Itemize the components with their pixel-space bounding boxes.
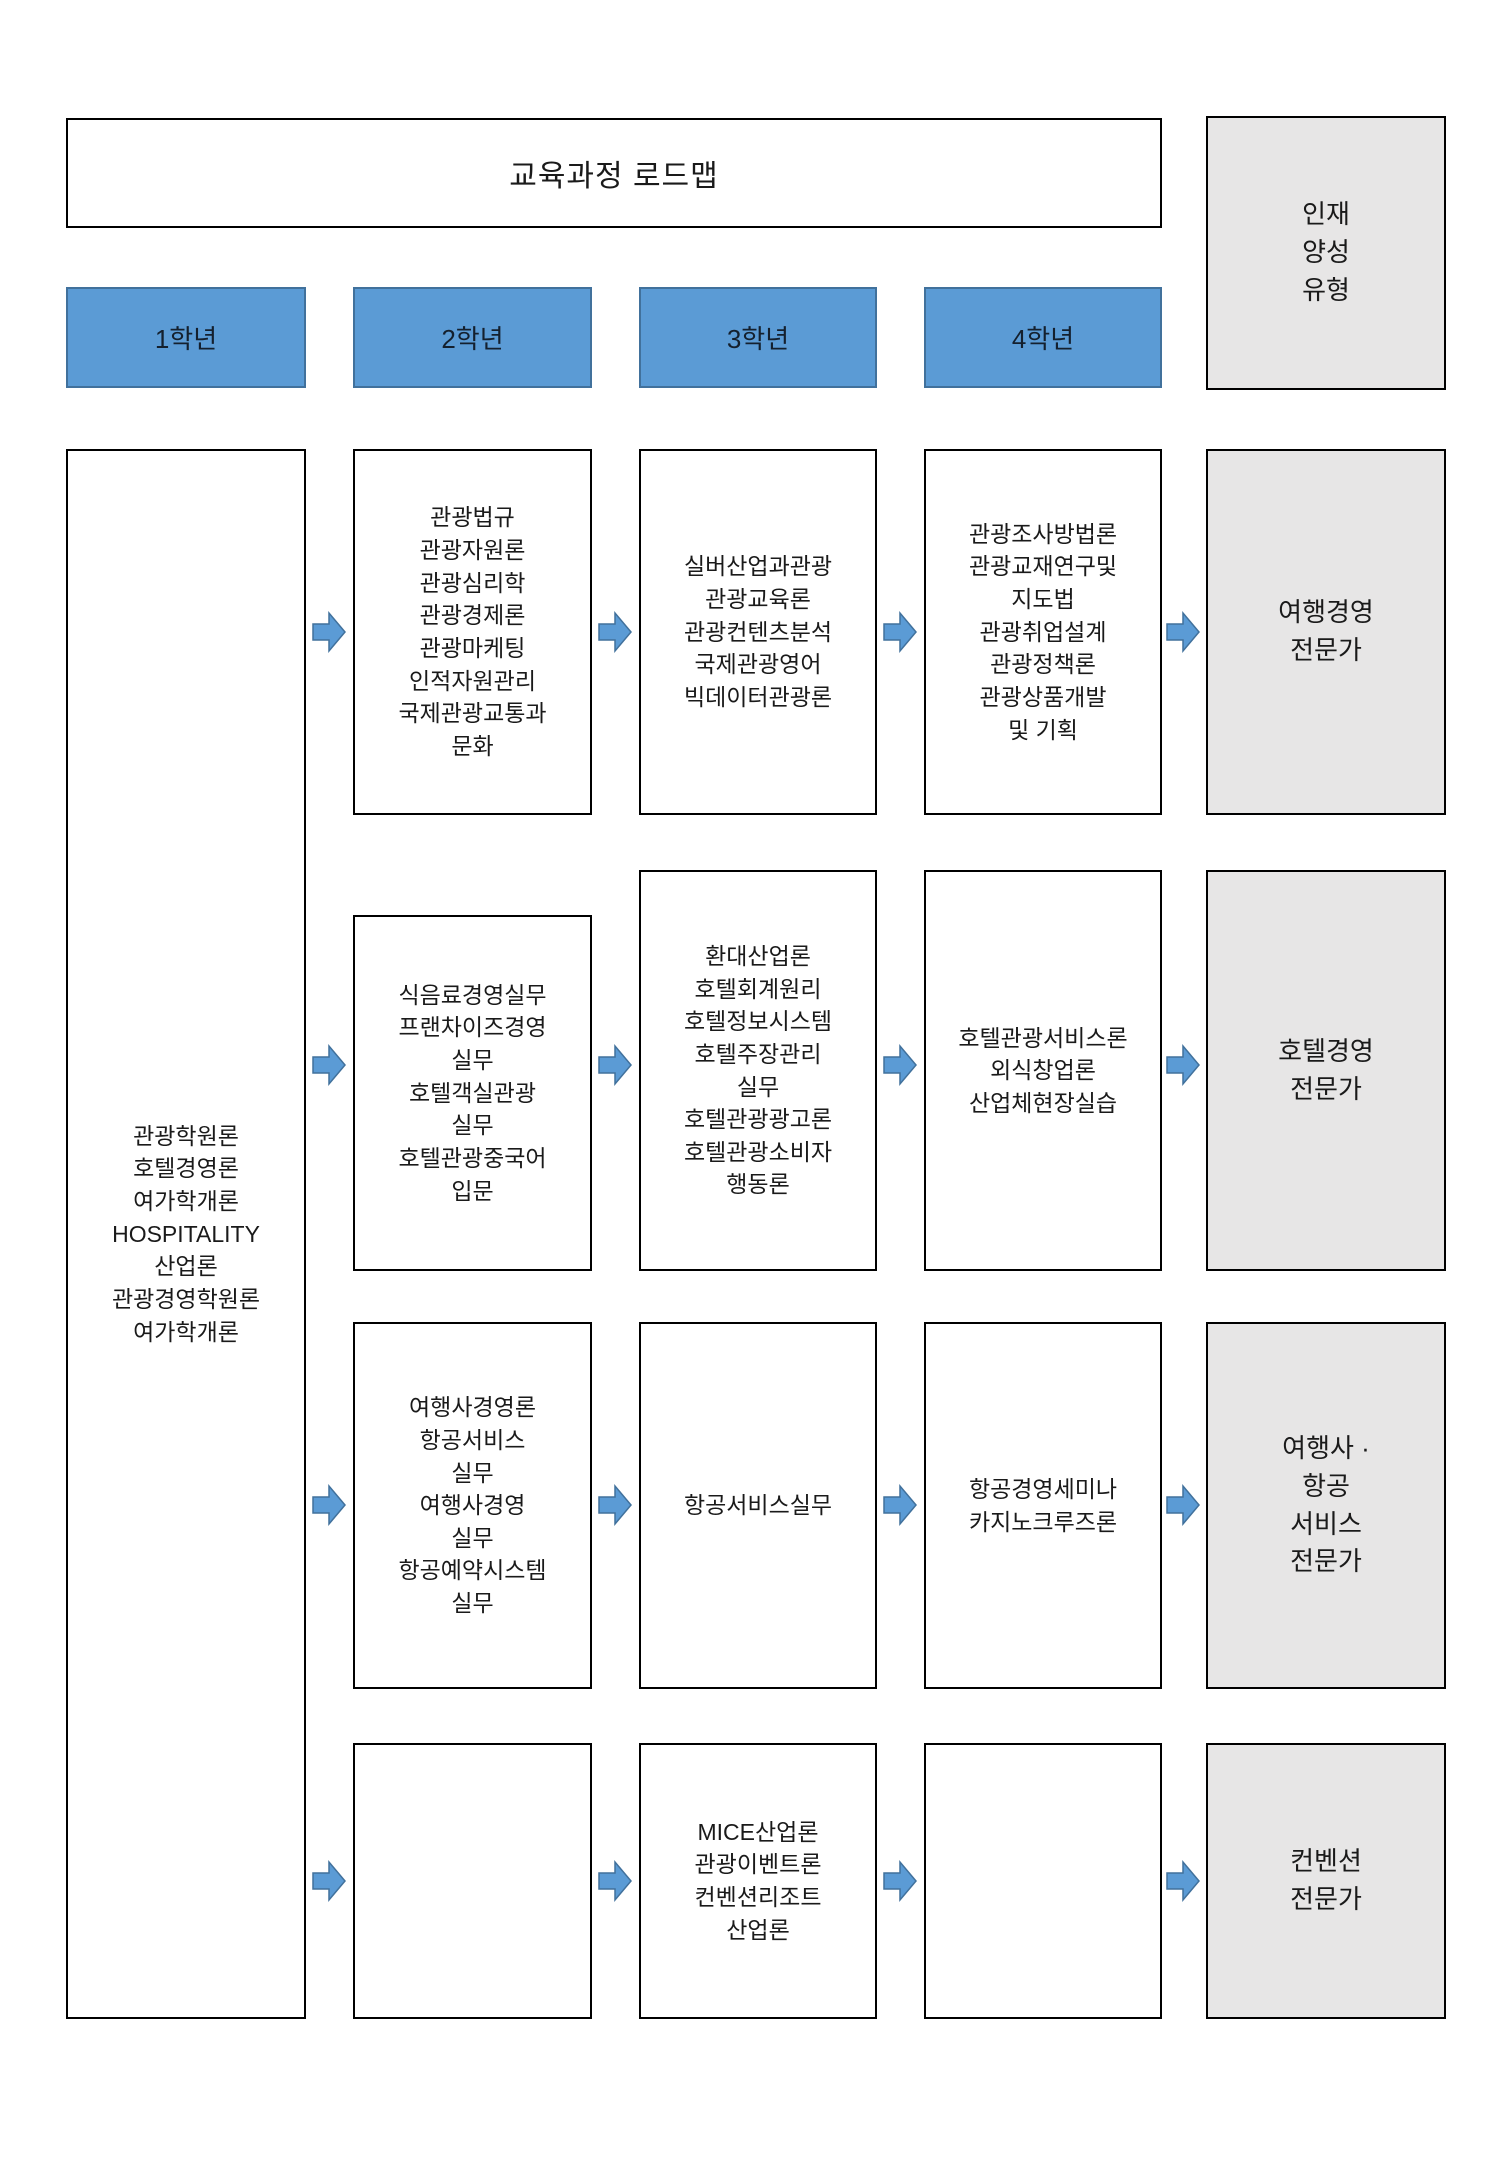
track2-year2-box: 식음료경영실무 프랜차이즈경영 실무 호텔객실관광 실무 호텔관광중국어 입문 — [353, 915, 592, 1271]
track3-outcome-label: 여행사 · 항공 서비스 전문가 — [1282, 1433, 1370, 1577]
page-title-box: 교육과정 로드맵 — [66, 118, 1162, 228]
track3-year2-box: 여행사경영론 항공서비스 실무 여행사경영 실무 항공예약시스템 실무 — [353, 1322, 592, 1689]
track4-year2-box — [353, 1743, 592, 2019]
track3-outcome-box: 여행사 · 항공 서비스 전문가 — [1206, 1322, 1446, 1689]
track2-year4-courses: 호텔관광서비스론 외식창업론 산업체현장실습 — [958, 1024, 1128, 1116]
track2-outcome-box: 호텔경영 전문가 — [1206, 870, 1446, 1271]
track4-year4-box — [924, 1743, 1162, 2019]
year-header-2: 2학년 — [353, 287, 592, 388]
year-header-3: 3학년 — [639, 287, 877, 388]
track1-year4-box: 관광조사방법론 관광교재연구및 지도법 관광취업설계 관광정책론 관광상품개발 … — [924, 449, 1162, 815]
track1-outcome-label: 여행경영 전문가 — [1278, 597, 1374, 665]
track4-year3-box: MICE산업론 관광이벤트론 컨벤션리조트 산업론 — [639, 1743, 877, 2019]
track4-year3-courses: MICE산업론 관광이벤트론 컨벤션리조트 산업론 — [694, 1818, 822, 1943]
arrow-right-icon — [883, 1859, 917, 1903]
page-title: 교육과정 로드맵 — [509, 160, 719, 193]
track4-outcome-box: 컨벤션 전문가 — [1206, 1743, 1446, 2019]
arrow-right-icon — [598, 610, 632, 654]
arrow-right-icon — [883, 610, 917, 654]
track4-outcome-label: 컨벤션 전문가 — [1290, 1846, 1362, 1914]
track2-year4-box: 호텔관광서비스론 외식창업론 산업체현장실습 — [924, 870, 1162, 1271]
arrow-right-icon — [598, 1483, 632, 1527]
track1-year3-courses: 실버산업과관광 관광교육론 관광컨텐츠분석 국제관광영어 빅데이터관광론 — [683, 553, 833, 710]
arrow-right-icon — [312, 1043, 346, 1087]
track3-year2-courses: 여행사경영론 항공서비스 실무 여행사경영 실무 항공예약시스템 실무 — [398, 1394, 547, 1617]
track1-year4-courses: 관광조사방법론 관광교재연구및 지도법 관광취업설계 관광정책론 관광상품개발 … — [968, 520, 1118, 743]
arrow-right-icon — [598, 1859, 632, 1903]
arrow-right-icon — [312, 610, 346, 654]
arrow-right-icon — [598, 1043, 632, 1087]
track3-year3-courses: 항공서비스실무 — [683, 1492, 833, 1519]
track2-year2-courses: 식음료경영실무 프랜차이즈경영 실무 호텔객실관광 실무 호텔관광중국어 입문 — [398, 981, 547, 1204]
year-header-1-label: 1학년 — [154, 324, 218, 354]
arrow-right-icon — [1166, 610, 1200, 654]
year-header-4: 4학년 — [924, 287, 1162, 388]
track3-year4-courses: 항공경영세미나 카지노크루즈론 — [968, 1475, 1118, 1535]
arrow-right-icon — [883, 1043, 917, 1087]
arrow-right-icon — [1166, 1043, 1200, 1087]
track1-year2-courses: 관광법규 관광자원론 관광심리학 관광경제론 관광마케팅 인적자원관리 국제관광… — [398, 504, 547, 759]
year-header-4-label: 4학년 — [1011, 324, 1075, 354]
talent-type-header-box: 인재 양성 유형 — [1206, 116, 1446, 390]
track1-year3-box: 실버산업과관광 관광교육론 관광컨텐츠분석 국제관광영어 빅데이터관광론 — [639, 449, 877, 815]
arrow-right-icon — [1166, 1859, 1200, 1903]
track3-year3-box: 항공서비스실무 — [639, 1322, 877, 1689]
track1-outcome-box: 여행경영 전문가 — [1206, 449, 1446, 815]
track3-year4-box: 항공경영세미나 카지노크루즈론 — [924, 1322, 1162, 1689]
arrow-right-icon — [312, 1859, 346, 1903]
track2-year3-box: 환대산업론 호텔회계원리 호텔정보시스템 호텔주장관리 실무 호텔관광광고론 호… — [639, 870, 877, 1271]
year-header-2-label: 2학년 — [441, 324, 504, 354]
year1-courses: 관광학원론 호텔경영론 여가학개론 HOSPITALITY 산업론 관광경영학원… — [111, 1122, 261, 1345]
arrow-right-icon — [883, 1483, 917, 1527]
arrow-right-icon — [312, 1483, 346, 1527]
track1-year2-box: 관광법규 관광자원론 관광심리학 관광경제론 관광마케팅 인적자원관리 국제관광… — [353, 449, 592, 815]
year1-courses-box: 관광학원론 호텔경영론 여가학개론 HOSPITALITY 산업론 관광경영학원… — [66, 449, 306, 2019]
year-header-1: 1학년 — [66, 287, 306, 388]
track2-year3-courses: 환대산업론 호텔회계원리 호텔정보시스템 호텔주장관리 실무 호텔관광광고론 호… — [683, 942, 833, 1198]
talent-type-label: 인재 양성 유형 — [1302, 199, 1350, 305]
year-header-3-label: 3학년 — [726, 324, 790, 354]
arrow-right-icon — [1166, 1483, 1200, 1527]
track2-outcome-label: 호텔경영 전문가 — [1278, 1035, 1374, 1104]
